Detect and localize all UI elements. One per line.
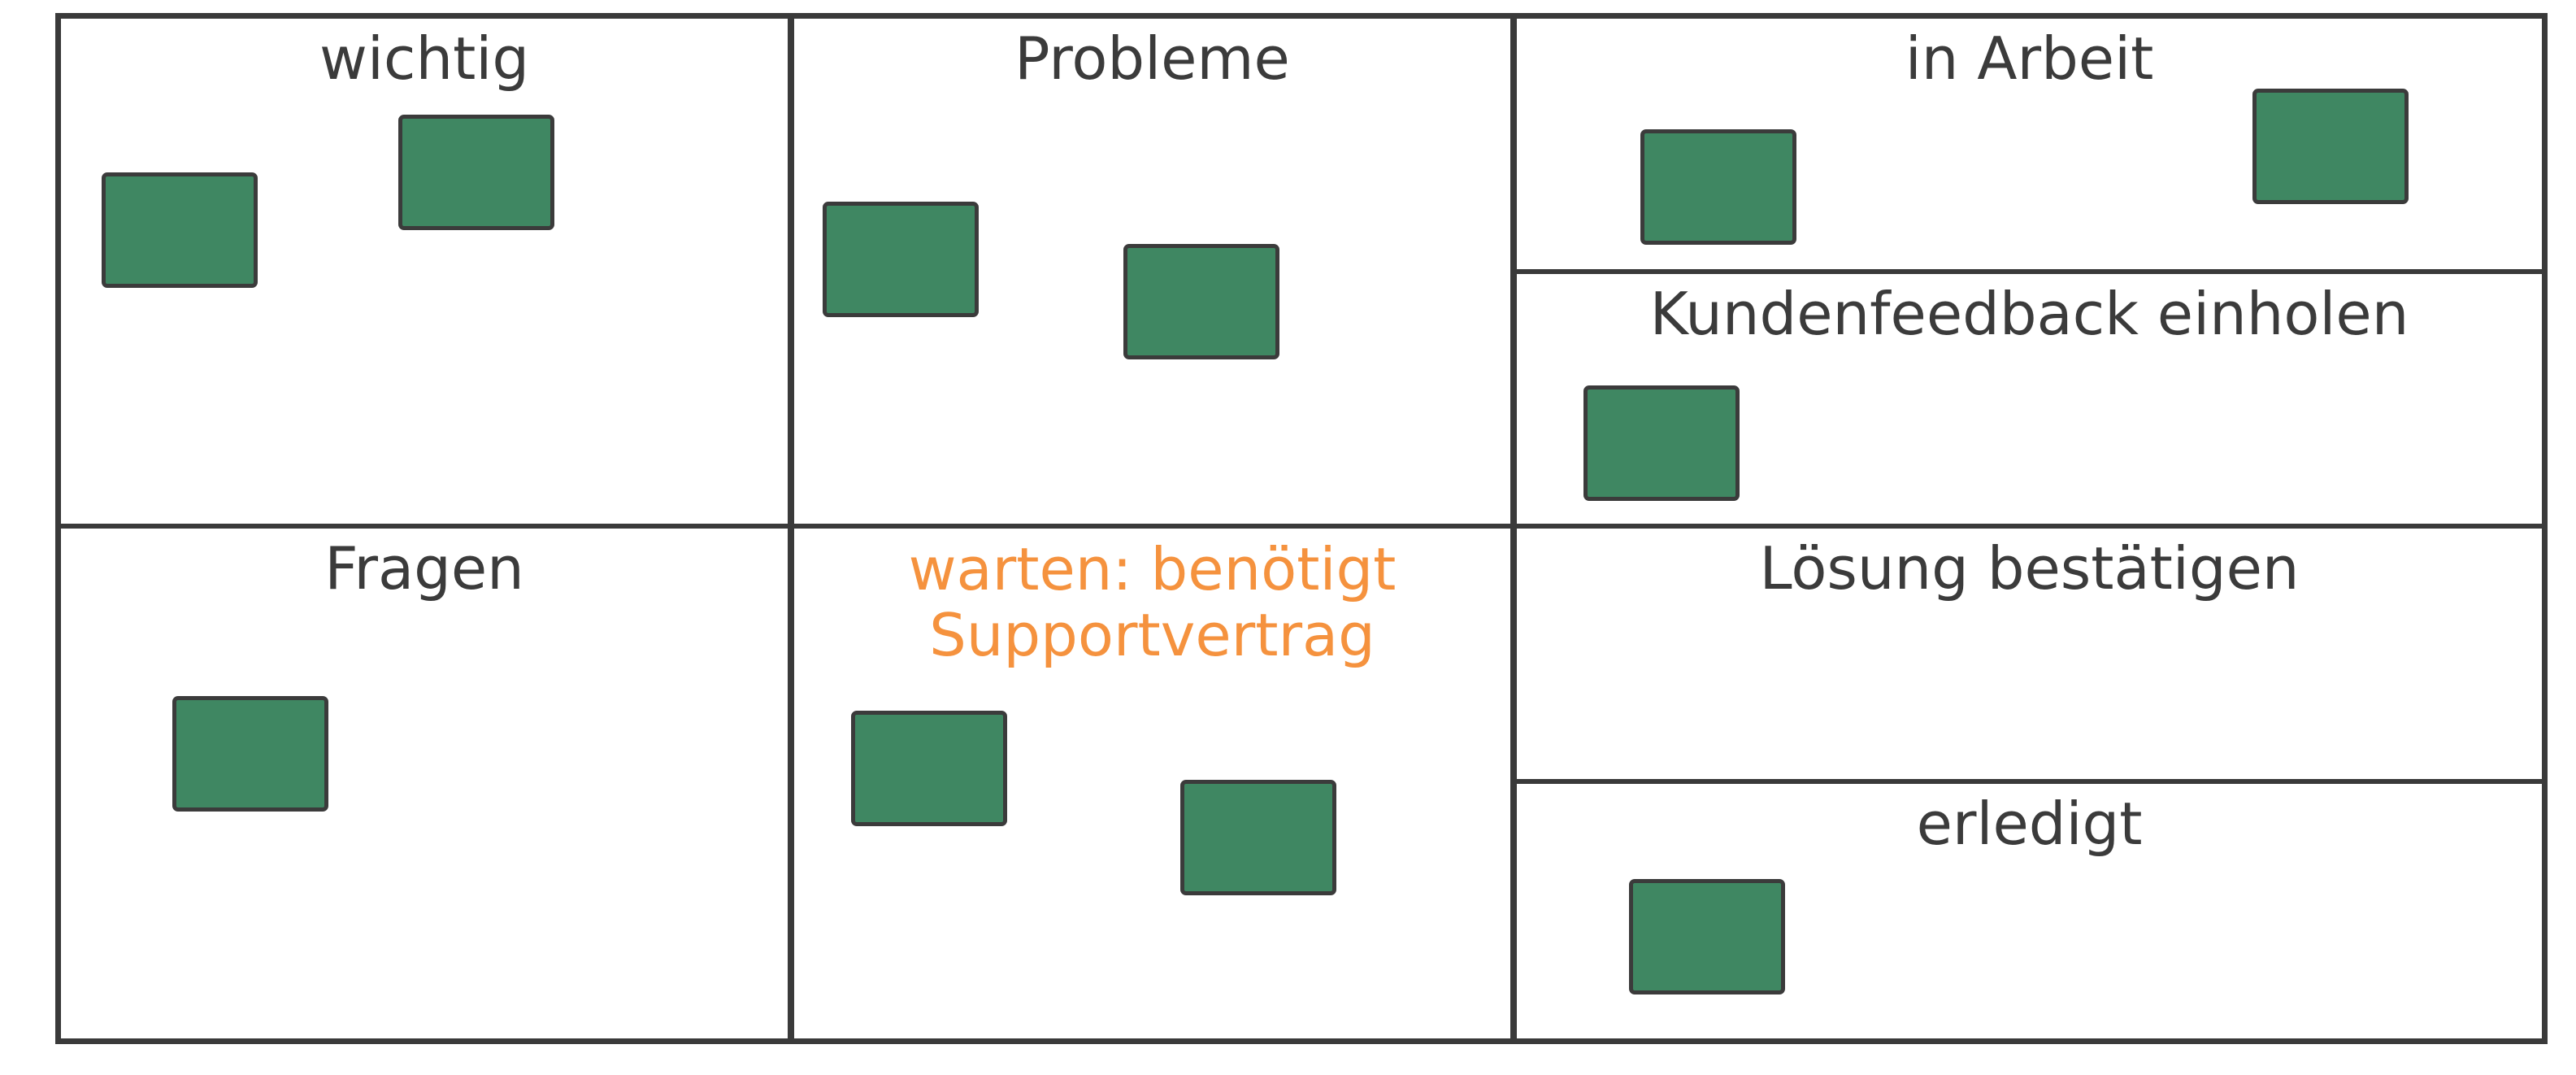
lane-erledigt: erledigt: [1517, 784, 2542, 1038]
lane-wichtig: wichtig: [61, 19, 788, 524]
row-divider: [1517, 779, 2542, 784]
task-card[interactable]: [172, 696, 328, 812]
task-card[interactable]: [102, 172, 258, 288]
task-card[interactable]: [1180, 780, 1336, 895]
column-divider: [1510, 19, 1517, 1038]
lane-title-in-arbeit: in Arbeit: [1905, 24, 2154, 93]
lane-title-warten-line-2: Supportvertrag: [929, 600, 1375, 669]
task-card[interactable]: [1583, 385, 1740, 501]
task-card[interactable]: [1640, 129, 1796, 245]
lane-probleme: Probleme: [794, 19, 1510, 524]
lane-title-wichtig: wichtig: [319, 24, 530, 93]
task-card[interactable]: [823, 202, 979, 317]
task-card[interactable]: [1123, 244, 1279, 359]
lane-loesung: Lösung bestätigen: [1517, 529, 2542, 779]
row-divider: [61, 524, 2542, 529]
lane-fragen: Fragen: [61, 529, 788, 1038]
column-divider: [788, 19, 794, 1038]
lane-title-warten-line-1: warten: benötigt: [908, 535, 1397, 603]
task-card[interactable]: [851, 711, 1007, 826]
lane-in-arbeit: in Arbeit: [1517, 19, 2542, 269]
lane-title-warten: warten: benötigt Supportvertrag: [794, 537, 1510, 668]
task-card[interactable]: [1629, 879, 1785, 994]
lane-title-loesung: Lösung bestätigen: [1759, 534, 2300, 603]
lane-title-erledigt: erledigt: [1916, 790, 2143, 858]
task-card[interactable]: [2252, 89, 2409, 204]
lane-title-fragen: Fragen: [324, 534, 524, 603]
kanban-board: wichtig Probleme in Arbeit Kundenfeedbac…: [55, 13, 2548, 1044]
lane-title-kundenfeedback: Kundenfeedback einholen: [1649, 280, 2409, 348]
row-divider: [1517, 269, 2542, 274]
task-card[interactable]: [398, 115, 554, 230]
lane-title-probleme: Probleme: [1014, 24, 1290, 93]
lane-kundenfeedback: Kundenfeedback einholen: [1517, 274, 2542, 524]
lane-warten: warten: benötigt Supportvertrag: [794, 529, 1510, 1038]
